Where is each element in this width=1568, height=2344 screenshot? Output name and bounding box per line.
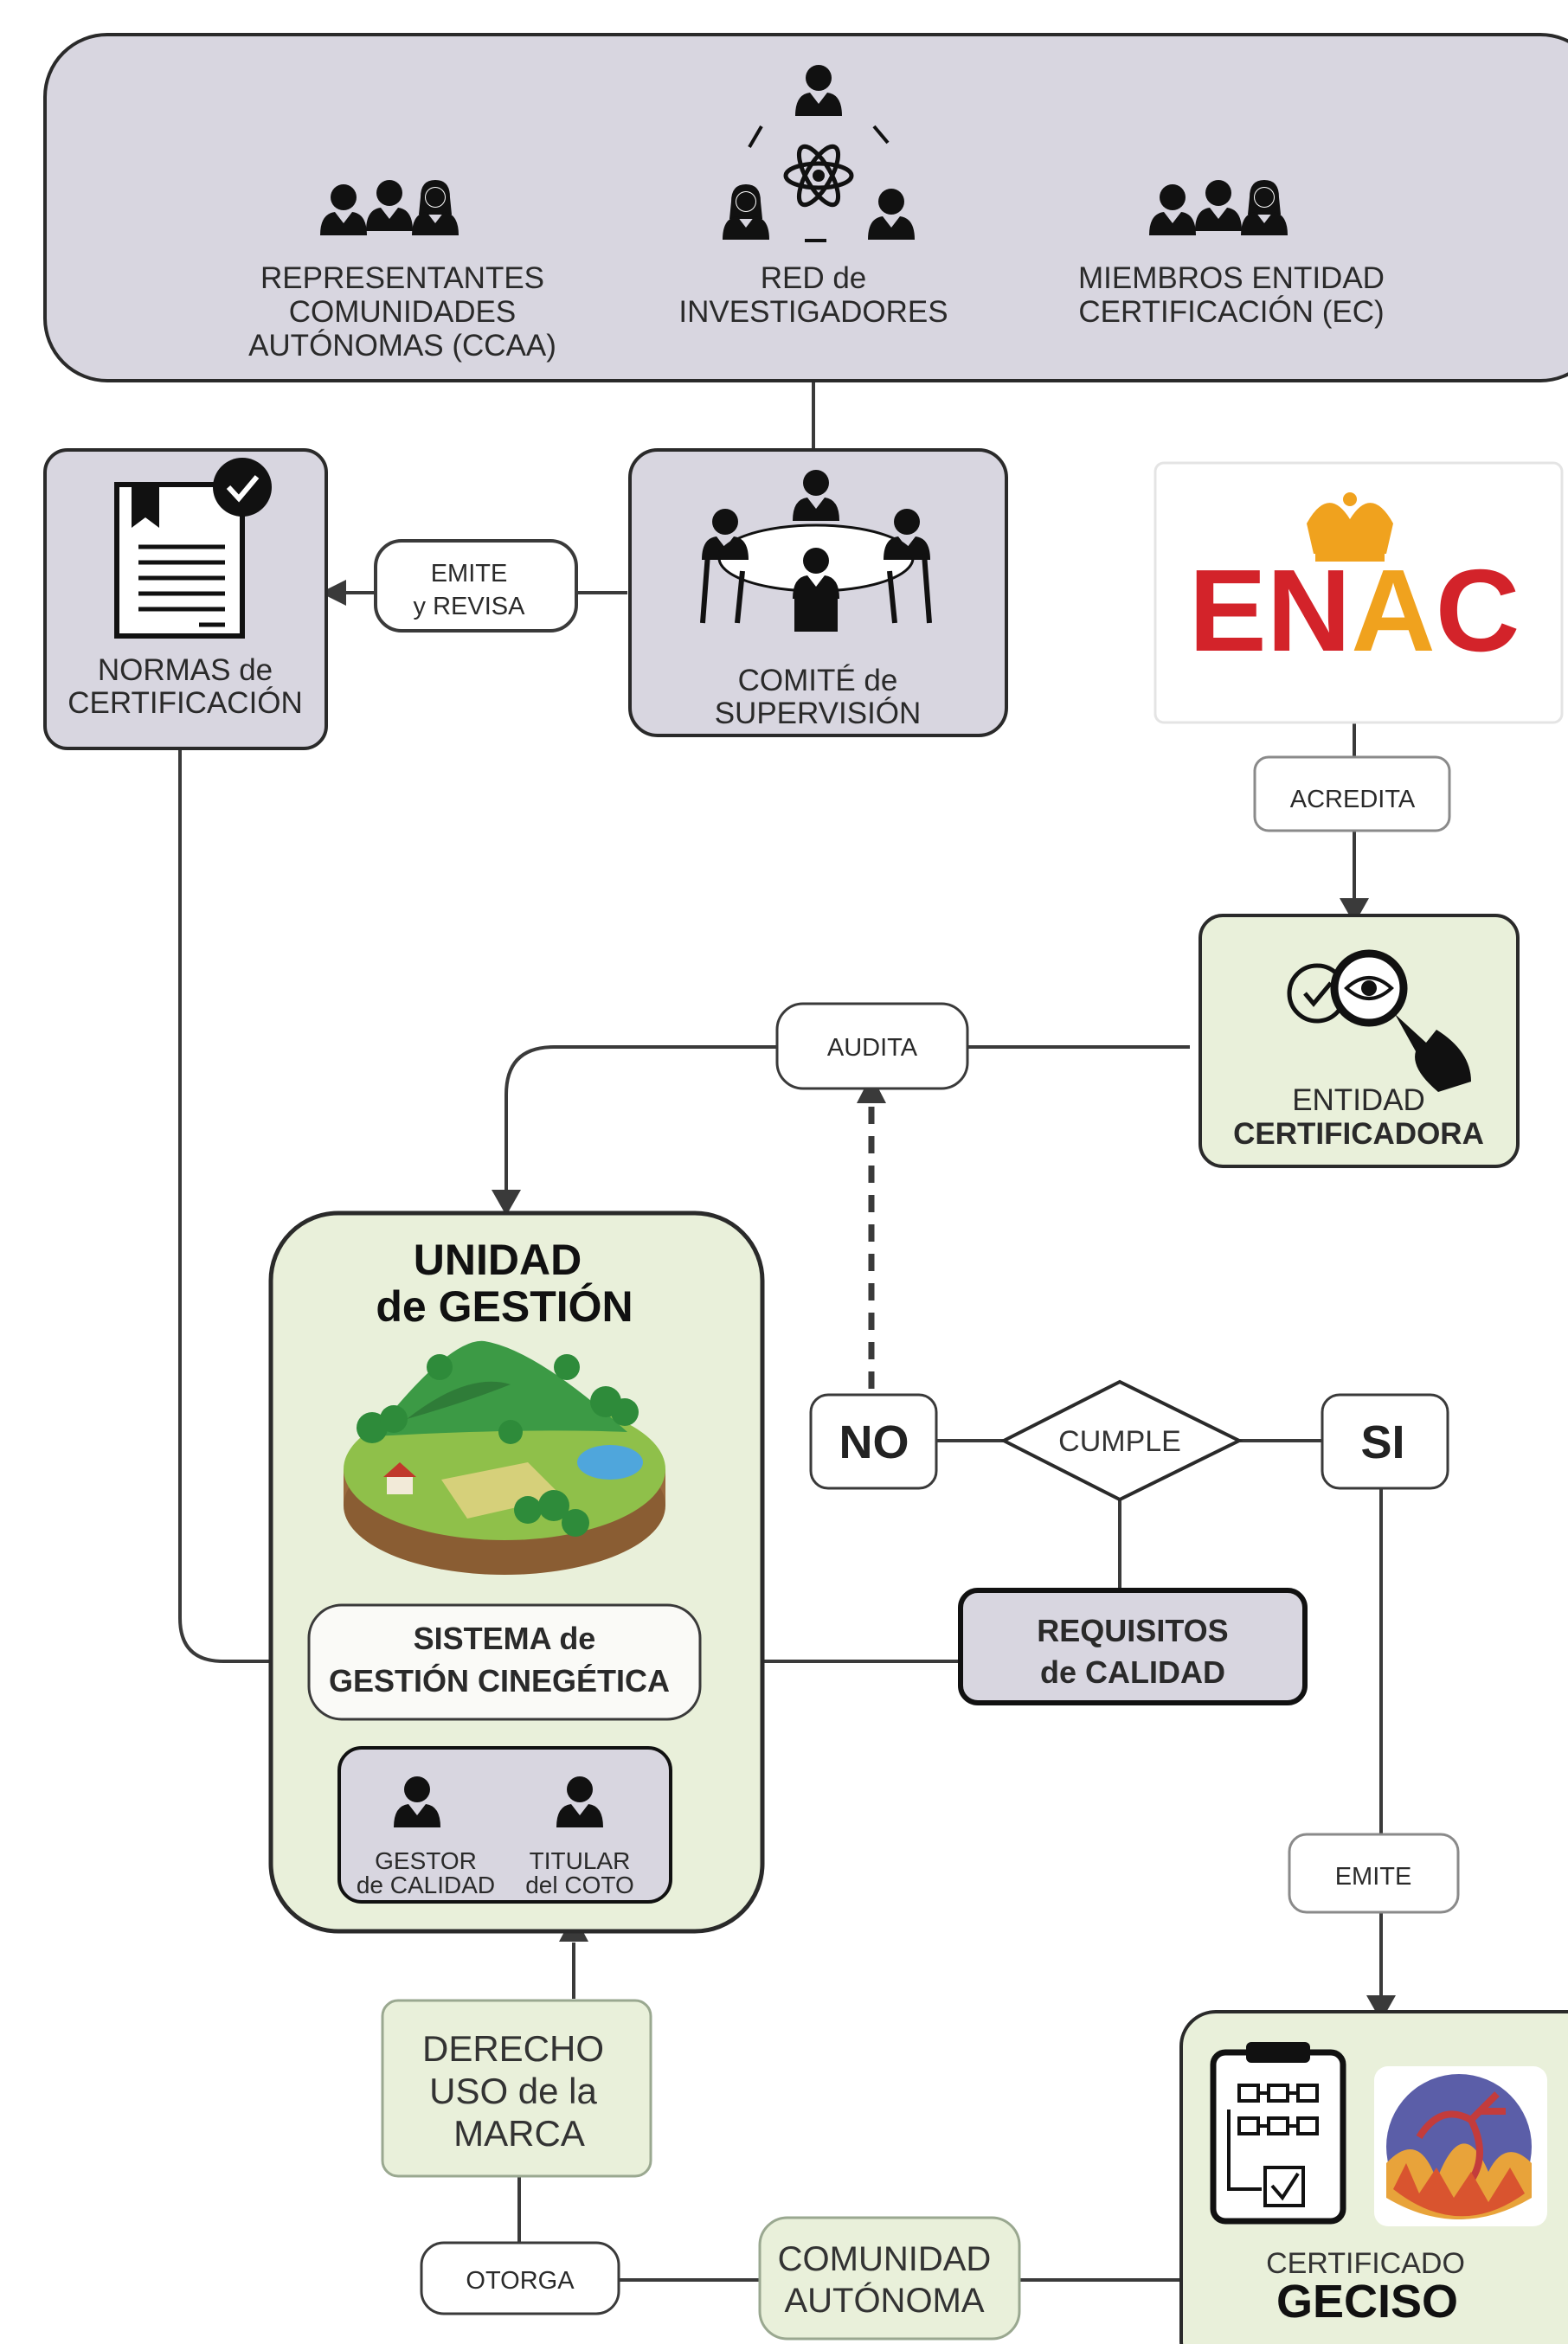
enac-logo-card: ENAC <box>1154 461 1564 724</box>
titular-line-2: del COTO <box>525 1872 634 1898</box>
comunidad-node: COMUNIDAD AUTÓNOMA <box>758 2216 1021 2341</box>
ccaa-line-3: AUTÓNOMAS (CCAA) <box>248 329 556 363</box>
derecho-line-2: USO de la <box>429 2071 597 2111</box>
otorga-text: OTORGA <box>466 2267 575 2295</box>
ccaa-group: REPRESENTANTES COMUNIDADES AUTÓNOMAS (CC… <box>248 180 556 363</box>
entidad-node: ENTIDAD CERTIFICADORA <box>1198 914 1520 1168</box>
comunidad-line-2: AUTÓNOMA <box>784 2281 984 2320</box>
comunidad-line-1: COMUNIDAD <box>778 2240 992 2278</box>
crown-icon <box>1307 492 1393 562</box>
no-node: NO <box>809 1393 938 1490</box>
unidad-line-1: UNIDAD <box>414 1236 582 1284</box>
arrow-to-certificado <box>1366 1995 1396 2021</box>
arrow-to-unidad <box>492 1190 521 1216</box>
red-line-1: RED de <box>761 261 867 295</box>
unidad-node: UNIDAD de GESTIÓN SISTEMA de GESTIÓN C <box>268 1211 765 1934</box>
unidad-line-2: de GESTIÓN <box>376 1282 633 1331</box>
emite-label: EMITE <box>1288 1833 1460 1914</box>
connector-normas-to-sistema <box>178 748 312 1663</box>
comite-line-1: COMITÉ de <box>738 664 898 697</box>
certificado-line-2: GECISO <box>1276 2276 1458 2328</box>
no-text: NO <box>839 1416 909 1468</box>
enac-logo-text: ENAC <box>1189 545 1520 676</box>
sistema-node: SISTEMA de GESTIÓN CINEGÉTICA <box>307 1603 702 1721</box>
magnifier-eye-icon <box>1287 949 1471 1092</box>
audita-text: AUDITA <box>827 1034 918 1062</box>
ec-group: MIEMBROS ENTIDAD CERTIFICACIÓN (EC) <box>1078 180 1385 329</box>
sistema-line-2: GESTIÓN CINEGÉTICA <box>329 1662 670 1699</box>
stakeholders-panel: REPRESENTANTES COMUNIDADES AUTÓNOMAS (CC… <box>43 33 1568 382</box>
ec-line-1: MIEMBROS ENTIDAD <box>1078 261 1385 295</box>
cumple-decision: CUMPLE <box>999 1379 1243 1502</box>
normas-node: NORMAS de CERTIFICACIÓN <box>43 448 328 750</box>
acredita-label: ACREDITA <box>1253 755 1451 832</box>
ccaa-line-2: COMUNIDADES <box>289 295 517 329</box>
titular-line-1: TITULAR <box>530 1847 631 1874</box>
gestor-line-2: de CALIDAD <box>357 1872 495 1898</box>
certificado-line-1: CERTIFICADO <box>1266 2247 1465 2280</box>
entidad-line-2: CERTIFICADORA <box>1233 1117 1484 1151</box>
requisitos-node: REQUISITOS de CALIDAD <box>958 1588 1308 1705</box>
derecho-line-3: MARCA <box>453 2113 585 2154</box>
comite-node: COMITÉ de SUPERVISIÓN <box>628 448 1008 737</box>
arrow-to-entidad <box>1340 898 1369 924</box>
si-text: SI <box>1360 1416 1404 1468</box>
gestor-line-1: GESTOR <box>375 1847 477 1874</box>
red-group: RED de INVESTIGADORES <box>678 65 948 329</box>
landscape-island-icon <box>344 1340 665 1575</box>
certificado-node: CERTIFICADO GECISO <box>1179 2010 1568 2344</box>
meeting-table-icon <box>700 470 932 632</box>
comite-line-2: SUPERVISIÓN <box>715 697 922 730</box>
derecho-line-1: DERECHO <box>422 2028 604 2069</box>
entidad-line-1: ENTIDAD <box>1292 1083 1425 1117</box>
geciso-badge-logo <box>1374 2066 1547 2226</box>
connectors <box>178 381 1383 2282</box>
red-line-2: INVESTIGADORES <box>678 295 948 329</box>
otorga-label: OTORGA <box>420 2241 620 2315</box>
emite-revisa-label: EMITE y REVISA <box>374 539 578 633</box>
emite-revisa-line-1: EMITE <box>431 560 508 588</box>
normas-line-2: CERTIFICACIÓN <box>67 686 303 720</box>
normas-line-1: NORMAS de <box>98 653 273 687</box>
requisitos-line-2: de CALIDAD <box>1040 1654 1225 1690</box>
emite-revisa-line-2: y REVISA <box>414 593 526 620</box>
clipboard-flowchart-icon <box>1210 2042 1346 2225</box>
si-node: SI <box>1321 1393 1449 1490</box>
emite-text: EMITE <box>1335 1863 1412 1891</box>
audita-label: AUDITA <box>775 1002 969 1090</box>
sistema-line-1: SISTEMA de <box>414 1621 596 1656</box>
arrow-to-normas <box>320 580 346 606</box>
ccaa-line-1: REPRESENTANTES <box>260 261 544 295</box>
roles-node: GESTOR de CALIDAD TITULAR del COTO <box>337 1746 672 1904</box>
cumple-text: CUMPLE <box>1058 1425 1181 1458</box>
connector-audita-to-unidad <box>504 1045 777 1194</box>
acredita-text: ACREDITA <box>1290 786 1416 813</box>
requisitos-line-1: REQUISITOS <box>1037 1613 1228 1648</box>
derecho-node: DERECHO USO de la MARCA <box>381 1999 652 2178</box>
ec-line-2: CERTIFICACIÓN (EC) <box>1078 295 1384 329</box>
research-network-icon <box>723 65 915 242</box>
document-check-icon <box>114 458 272 639</box>
stakeholders-panel-bg <box>43 33 1568 382</box>
